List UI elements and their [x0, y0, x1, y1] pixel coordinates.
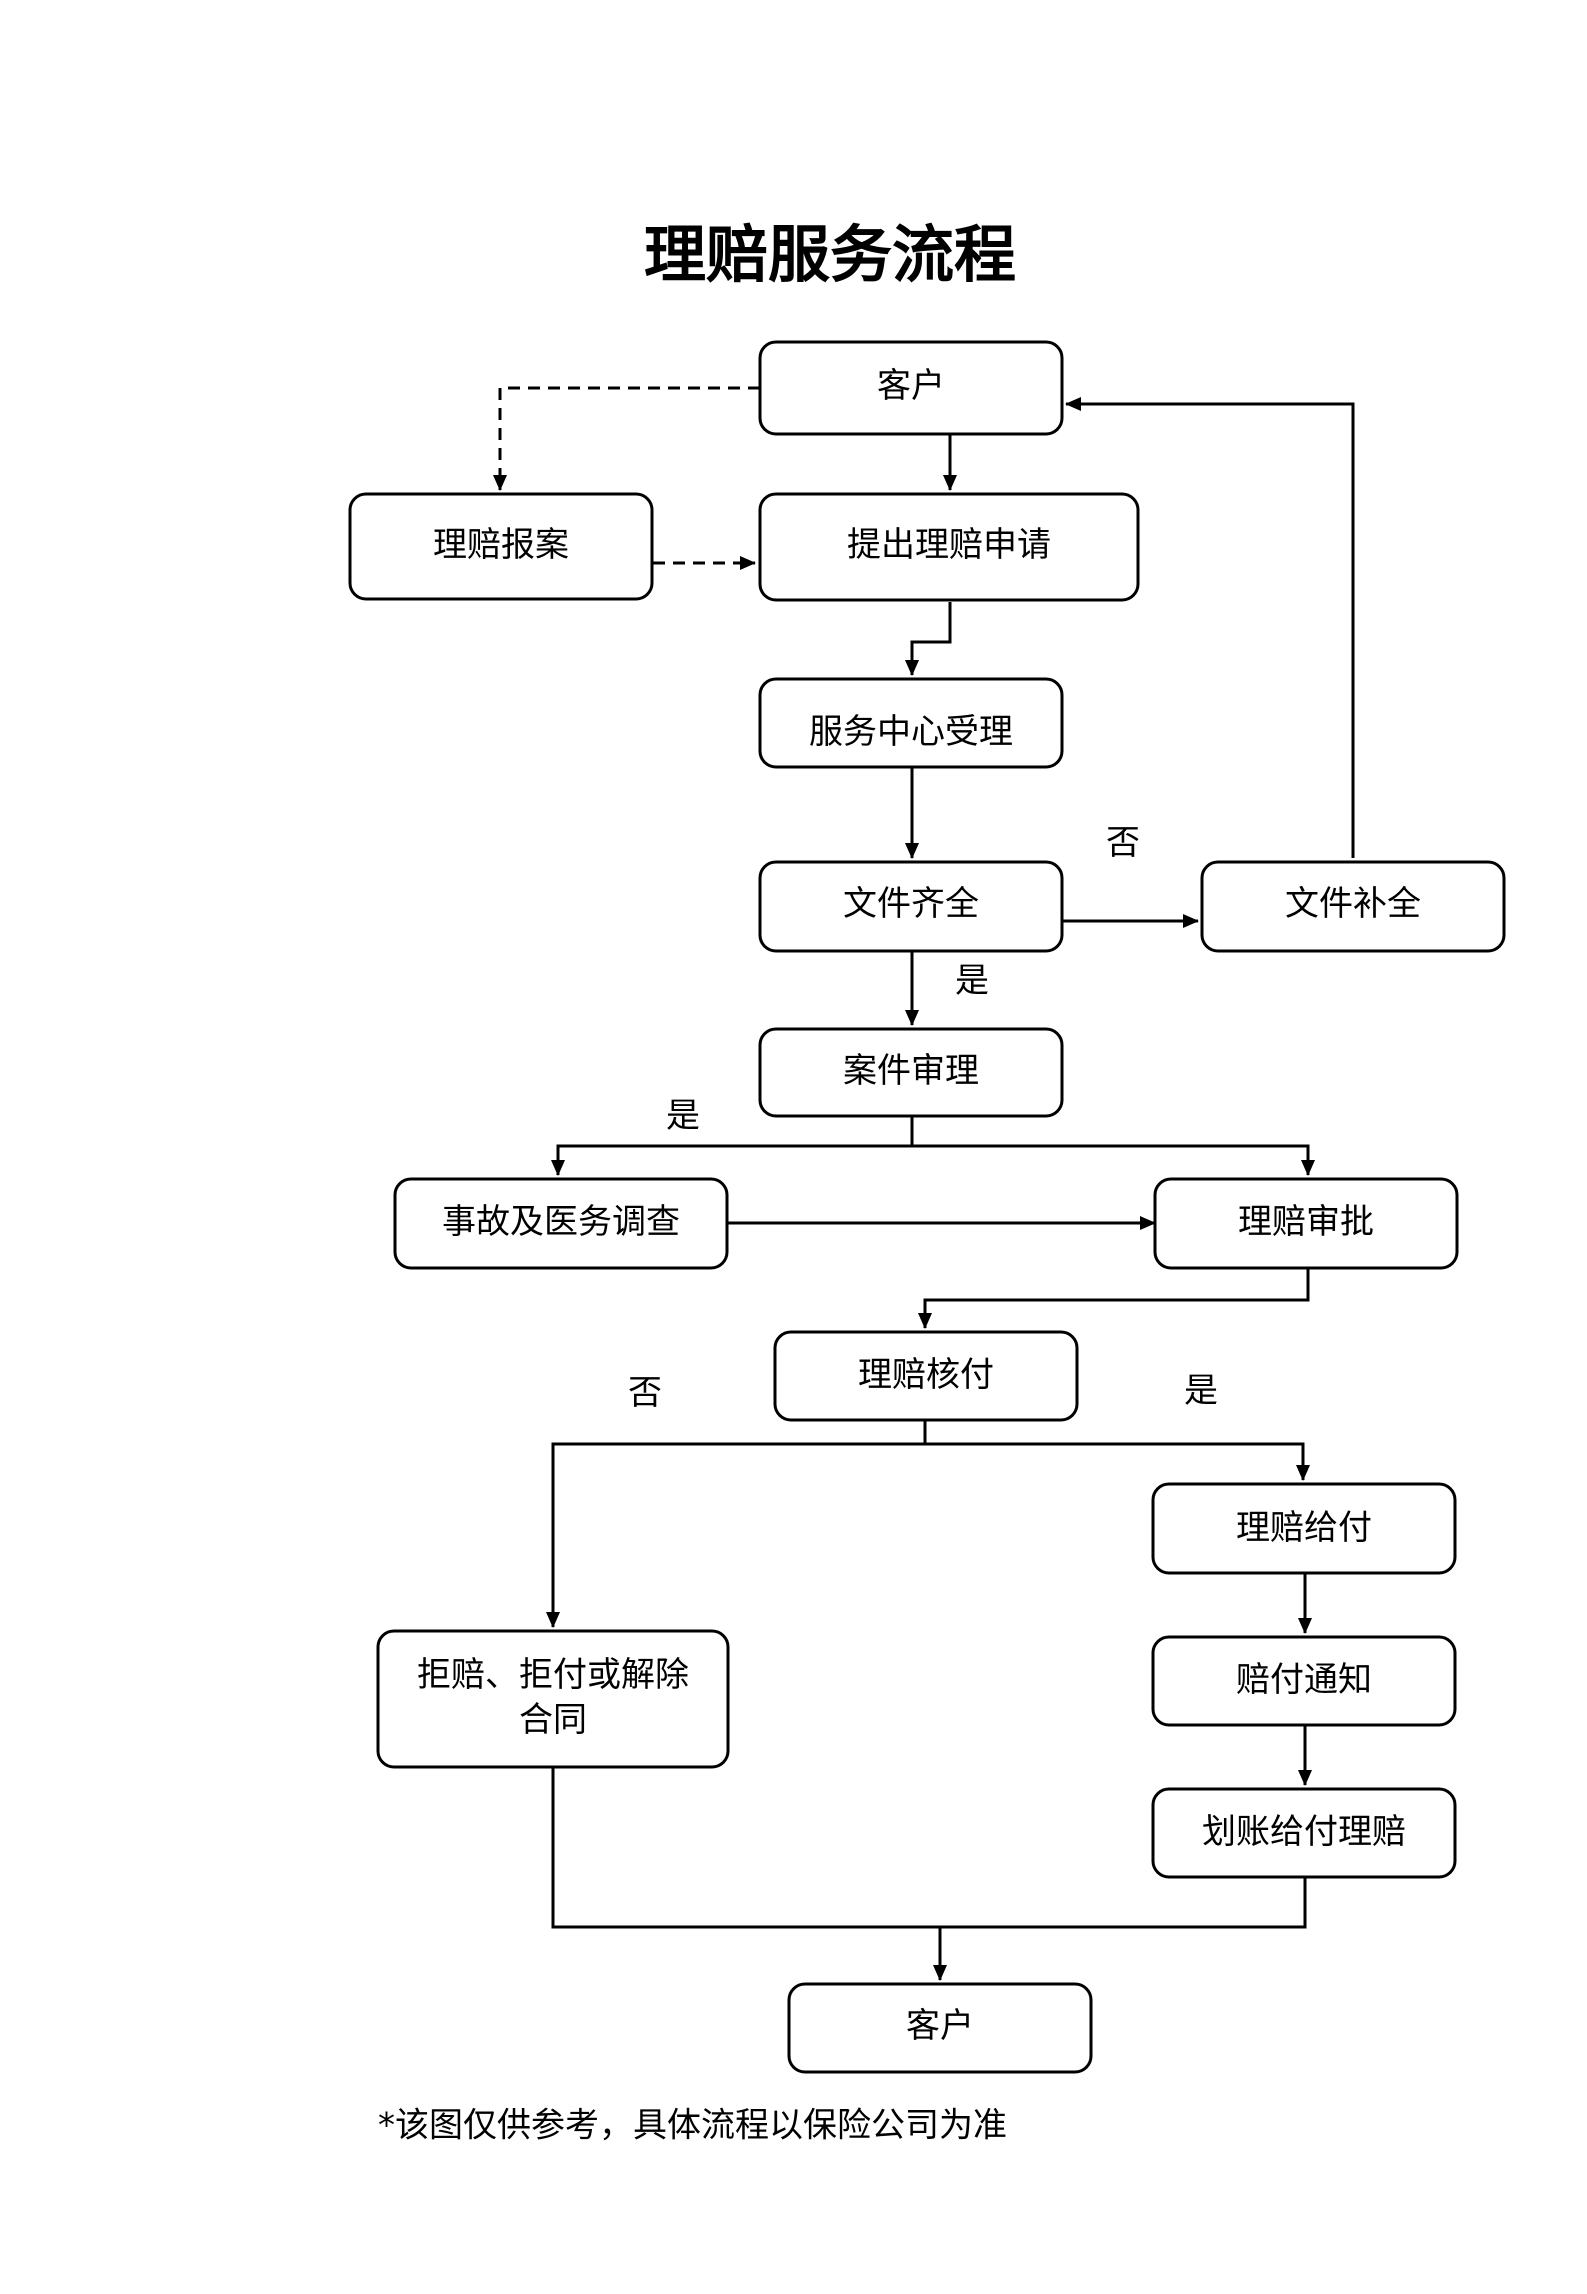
edge-customer-to-report: [493, 386, 760, 491]
node-label: 划账给付理赔: [1202, 1812, 1406, 1852]
edge-label-verify-yes: 是: [1184, 1371, 1218, 1411]
node-label: 赔付通知: [1236, 1660, 1372, 1700]
node-label: 案件审理: [843, 1051, 979, 1091]
node-payment-notice: 赔付通知: [1151, 1635, 1457, 1727]
node-claim-payment: 理赔给付: [1151, 1482, 1457, 1575]
edge-supplement-to-customer: [1065, 397, 1355, 858]
node-investigation: 事故及医务调查: [393, 1177, 729, 1270]
node-label: 理赔给付: [1236, 1508, 1372, 1548]
node-label-line2: 合同: [519, 1700, 587, 1740]
edge-approval-to-verify: [918, 1269, 1310, 1329]
node-label: 提出理赔申请: [847, 525, 1051, 565]
edge-label-review-yes: 是: [666, 1096, 700, 1136]
node-docs-supplement: 文件补全: [1200, 860, 1506, 953]
edge-reject-merge: [551, 1767, 1307, 1929]
node-service-center: 服务中心受理: [758, 677, 1064, 769]
node-label: 理赔审批: [1238, 1202, 1374, 1242]
page-title: 理赔服务流程: [644, 218, 1016, 291]
footnote: *该图仅供参考，具体流程以保险公司为准: [378, 2106, 1007, 2146]
node-transfer-payment: 划账给付理赔: [1151, 1787, 1457, 1879]
node-docs-complete: 文件齐全: [758, 860, 1064, 953]
node-label: 客户: [877, 366, 945, 406]
node-customer-bottom: 客户: [787, 1982, 1093, 2074]
edge-submit-to-service: [905, 602, 952, 676]
edge-review-to-investigation: [551, 1144, 912, 1176]
node-case-review: 案件审理: [758, 1027, 1064, 1118]
node-reject: 拒赔、拒付或解除 合同: [376, 1629, 730, 1769]
edge-label-verify-no: 否: [628, 1373, 662, 1413]
node-label: 理赔核付: [858, 1355, 994, 1395]
node-claim-verify: 理赔核付: [773, 1330, 1079, 1422]
node-label: 事故及医务调查: [442, 1202, 680, 1242]
edge-review-to-approval: [912, 1144, 1315, 1176]
edge-verify-to-reject: [546, 1442, 925, 1628]
edge-label-docs-yes: 是: [955, 961, 989, 1001]
node-label: 客户: [906, 2006, 974, 2046]
node-claim-report: 理赔报案: [348, 492, 654, 601]
node-submit-claim: 提出理赔申请: [758, 492, 1140, 602]
node-label: 文件齐全: [843, 884, 979, 924]
edge-label-docs-no: 否: [1106, 823, 1140, 863]
edge-verify-to-payment: [925, 1442, 1310, 1481]
node-label-line1: 拒赔、拒付或解除: [417, 1655, 689, 1695]
node-label: 理赔报案: [433, 525, 569, 565]
node-label: 文件补全: [1285, 884, 1421, 924]
node-claim-approval: 理赔审批: [1153, 1177, 1459, 1270]
connectors: [493, 386, 1355, 1981]
node-customer-top: 客户: [758, 340, 1064, 436]
node-label: 服务中心受理: [809, 712, 1013, 752]
